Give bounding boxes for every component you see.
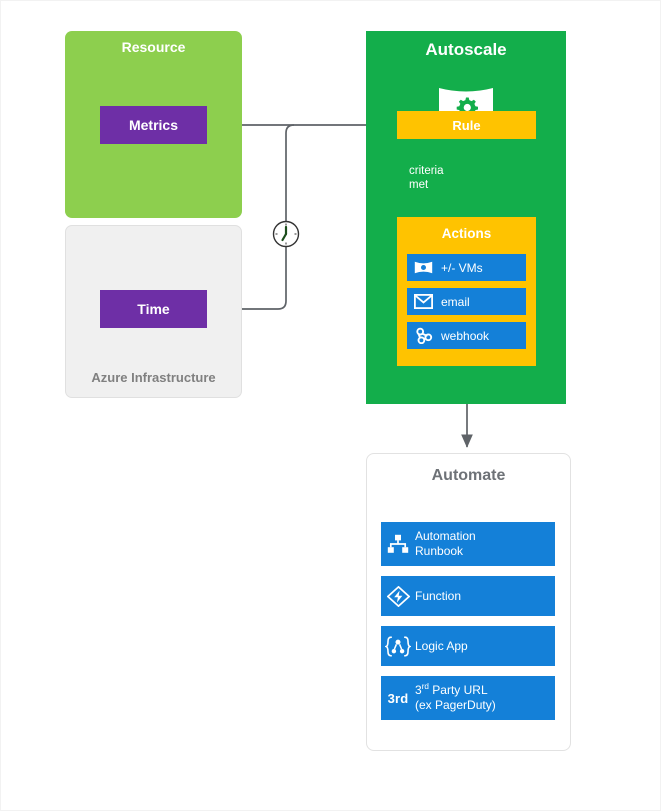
vm-icon: [410, 254, 436, 281]
automate-panel: Automate Automation Runbook: [366, 453, 571, 751]
automate-panel-title: Automate: [431, 467, 506, 484]
automate-label-third-party-line1: 3rd Party URL: [415, 682, 488, 697]
actions-box: Actions +/- VMs email: [397, 217, 536, 366]
automate-label-runbook: Automation Runbook: [415, 529, 476, 559]
automate-label-logic-app: Logic App: [415, 638, 468, 653]
automate-label-third-party: 3rd Party URL (ex PagerDuty): [415, 682, 496, 713]
criteria-met-label: criteria met: [409, 164, 457, 192]
automate-label-function: Function: [415, 588, 462, 603]
clock-icon: [272, 220, 300, 248]
automate-row-function[interactable]: Function: [381, 576, 555, 616]
metrics-box[interactable]: Metrics: [100, 106, 207, 144]
time-box[interactable]: Time: [100, 290, 207, 328]
azure-infrastructure-label: Azure Infrastructure: [91, 370, 216, 385]
resource-panel-title: Resource: [121, 39, 186, 55]
automate-label-third-party-line2: (ex PagerDuty): [415, 698, 496, 712]
function-icon: [381, 576, 415, 616]
criteria-line-2: met: [409, 179, 429, 191]
envelope-icon: [410, 288, 436, 315]
time-label: Time: [137, 301, 170, 317]
logic-app-icon: [381, 626, 415, 666]
action-row-webhook[interactable]: webhook: [407, 322, 526, 349]
action-row-vms[interactable]: +/- VMs: [407, 254, 526, 281]
autoscale-panel-title: Autoscale: [425, 40, 507, 59]
metrics-label: Metrics: [128, 117, 179, 133]
third-party-badge: 3rd: [387, 690, 409, 706]
action-label-webhook: webhook: [441, 328, 490, 343]
runbook-icon: [381, 522, 415, 566]
action-label-email: email: [441, 294, 470, 309]
automate-label-runbook-line1: Automation: [415, 529, 476, 543]
webhook-icon: [410, 322, 436, 349]
criteria-line-1: criteria: [409, 165, 444, 177]
rule-label: Rule: [452, 117, 481, 133]
automate-row-third-party[interactable]: 3rd 3rd Party URL (ex PagerDuty): [381, 676, 555, 720]
actions-title: Actions: [441, 226, 492, 241]
action-row-email[interactable]: email: [407, 288, 526, 315]
action-label-vms: +/- VMs: [441, 260, 483, 275]
automate-label-runbook-line2: Runbook: [415, 544, 464, 558]
automate-row-logic-app[interactable]: Logic App: [381, 626, 555, 666]
rule-box[interactable]: Rule: [397, 111, 536, 139]
automate-row-runbook[interactable]: Automation Runbook: [381, 522, 555, 566]
